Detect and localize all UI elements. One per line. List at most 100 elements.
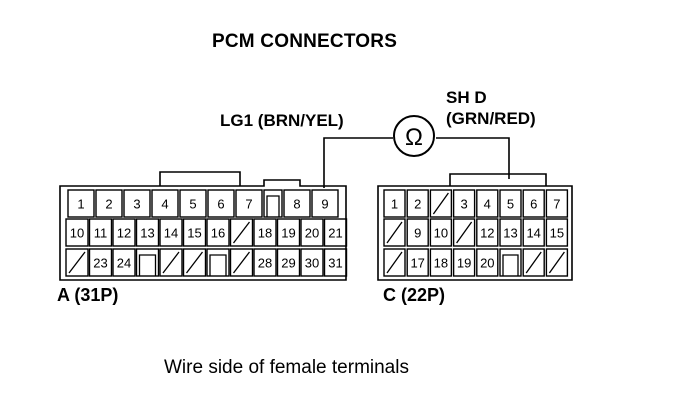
connector-c-pin-number: 13 xyxy=(503,226,517,241)
connector-a-pin-number: 24 xyxy=(117,256,131,271)
connector-a-cavity: 16 xyxy=(206,218,230,247)
connector-a-pin-number: 2 xyxy=(105,197,112,212)
connector-a-pin-number: 29 xyxy=(281,256,295,271)
connector-c-pin-number: 1 xyxy=(391,197,398,212)
connector-a-cavity: 9 xyxy=(311,189,339,218)
connector-a-cavity: 15 xyxy=(182,218,207,247)
connector-a-cavity xyxy=(159,248,183,277)
connector-a-pin-number: 15 xyxy=(187,226,201,241)
connector-a-cavity: 29 xyxy=(276,248,301,277)
connector-a-cavity: 14 xyxy=(159,218,183,247)
connector-c-cavity: 20 xyxy=(476,248,499,277)
connector-a-pin-number: 21 xyxy=(328,226,342,241)
connector-c-pin-number: 5 xyxy=(507,197,514,212)
connector-c-cavity xyxy=(545,248,569,277)
connector-c-cavity: 5 xyxy=(499,189,522,218)
connector-a-cavity xyxy=(206,248,230,277)
connector-c-cavity: 17 xyxy=(406,248,429,277)
connector-c-cavity: 2 xyxy=(406,189,429,218)
probe-right-label-line2: (GRN/RED) xyxy=(446,109,536,128)
connector-a-pin-number: 14 xyxy=(164,226,178,241)
connector-a-cavity: 6 xyxy=(207,189,235,218)
connector-a-pin-number: 4 xyxy=(161,197,168,212)
connector-c-cavity: 4 xyxy=(476,189,499,218)
connector-a-pin-number: 18 xyxy=(258,226,272,241)
connector-a-pin-number: 1 xyxy=(77,197,84,212)
wire-shd xyxy=(436,137,510,179)
connector-c-cavity: 3 xyxy=(452,189,476,218)
connector-a-cavity: 24 xyxy=(112,248,136,277)
connector-a-cavity: 8 xyxy=(283,189,311,218)
connector-c-cavity xyxy=(383,218,406,247)
connector-c-pin-number: 2 xyxy=(414,197,421,212)
connector-a-cavity: 13 xyxy=(135,218,160,247)
connector-a-cavity: 11 xyxy=(88,218,113,247)
diagram-caption: Wire side of female terminals xyxy=(164,357,409,378)
connector-c-cavity xyxy=(522,248,545,277)
connector-a-pin-number: 8 xyxy=(293,197,300,212)
connector-c-pin-number: 19 xyxy=(457,256,471,271)
connector-c-cavity: 1 xyxy=(383,189,406,218)
page-title: PCM CONNECTORS xyxy=(212,31,398,52)
connector-a-pin-number: 5 xyxy=(189,197,196,212)
probe-left-label: LG1 (BRN/YEL) xyxy=(220,111,344,130)
connector-a-cavity: 21 xyxy=(323,218,348,247)
connector-c-cavity: 10 xyxy=(429,218,453,247)
connector-c-cavity: 12 xyxy=(476,218,499,247)
connector-a-pin-number: 30 xyxy=(305,256,319,271)
connector-c-cavity xyxy=(429,189,453,218)
connector-a-cavity: 5 xyxy=(179,189,207,218)
probe-right-label-line1: SH D xyxy=(446,88,487,107)
connector-a-cavity: 4 xyxy=(151,189,179,218)
connector-a-cavity: 20 xyxy=(300,218,324,247)
connector-a-cavity xyxy=(263,189,283,218)
connector-a-pin-number: 10 xyxy=(70,226,84,241)
connector-a-cavity xyxy=(229,248,254,277)
connector-c-pin-number: 18 xyxy=(434,256,448,271)
connector-a-cavity: 18 xyxy=(253,218,277,247)
connector-a-cavity xyxy=(182,248,207,277)
connector-c-cavity xyxy=(452,218,476,247)
connector-c-pin-number: 3 xyxy=(460,197,467,212)
connector-c-pin-number: 9 xyxy=(414,226,421,241)
connector-a-pin-number: 31 xyxy=(328,256,342,271)
connector-a-pin-number: 7 xyxy=(245,197,252,212)
connector-c-cavity: 13 xyxy=(499,218,522,247)
connector-c-cavity xyxy=(499,248,522,277)
ohmmeter-icon: Ω xyxy=(393,115,435,157)
connector-a-cavity: 23 xyxy=(88,248,113,277)
connector-a-cavity xyxy=(135,248,160,277)
connector-c-pin-number: 4 xyxy=(484,197,491,212)
connector-a-pin-number: 13 xyxy=(140,226,154,241)
connector-a-cavity: 30 xyxy=(300,248,324,277)
connector-a-cavity: 1 xyxy=(67,189,95,218)
connector-c-pin-number: 15 xyxy=(550,226,564,241)
connector-a-cavity: 10 xyxy=(65,218,89,247)
connector-c-pin-number: 20 xyxy=(480,256,494,271)
connector-a-cavity xyxy=(65,248,89,277)
connector-a-cavity: 7 xyxy=(235,189,263,218)
connector-a-cavity xyxy=(229,218,254,247)
connector-c-cavity: 14 xyxy=(522,218,545,247)
connector-a-pin-number: 19 xyxy=(281,226,295,241)
connector-c-pin-number: 6 xyxy=(530,197,537,212)
connector-c-label: C (22P) xyxy=(383,285,446,305)
connector-a-pin-number: 12 xyxy=(117,226,131,241)
connector-c-cavity: 15 xyxy=(545,218,569,247)
connector-a-pin-number: 3 xyxy=(133,197,140,212)
connector-a-cavity: 31 xyxy=(323,248,348,277)
connector-a-pin-number: 16 xyxy=(211,226,225,241)
connector-c-cavity: 18 xyxy=(429,248,453,277)
connector-c-cavity: 6 xyxy=(522,189,545,218)
connector-a-label: A (31P) xyxy=(57,285,119,305)
connector-a-pin-number: 20 xyxy=(305,226,319,241)
connector-c-pin-number: 14 xyxy=(526,226,540,241)
connector-a-cavity: 2 xyxy=(95,189,123,218)
connector-c-cavity: 19 xyxy=(452,248,476,277)
connector-c-pin-number: 12 xyxy=(480,226,494,241)
connector-c-cavity xyxy=(383,248,406,277)
connector-c-pin-number: 7 xyxy=(553,197,560,212)
